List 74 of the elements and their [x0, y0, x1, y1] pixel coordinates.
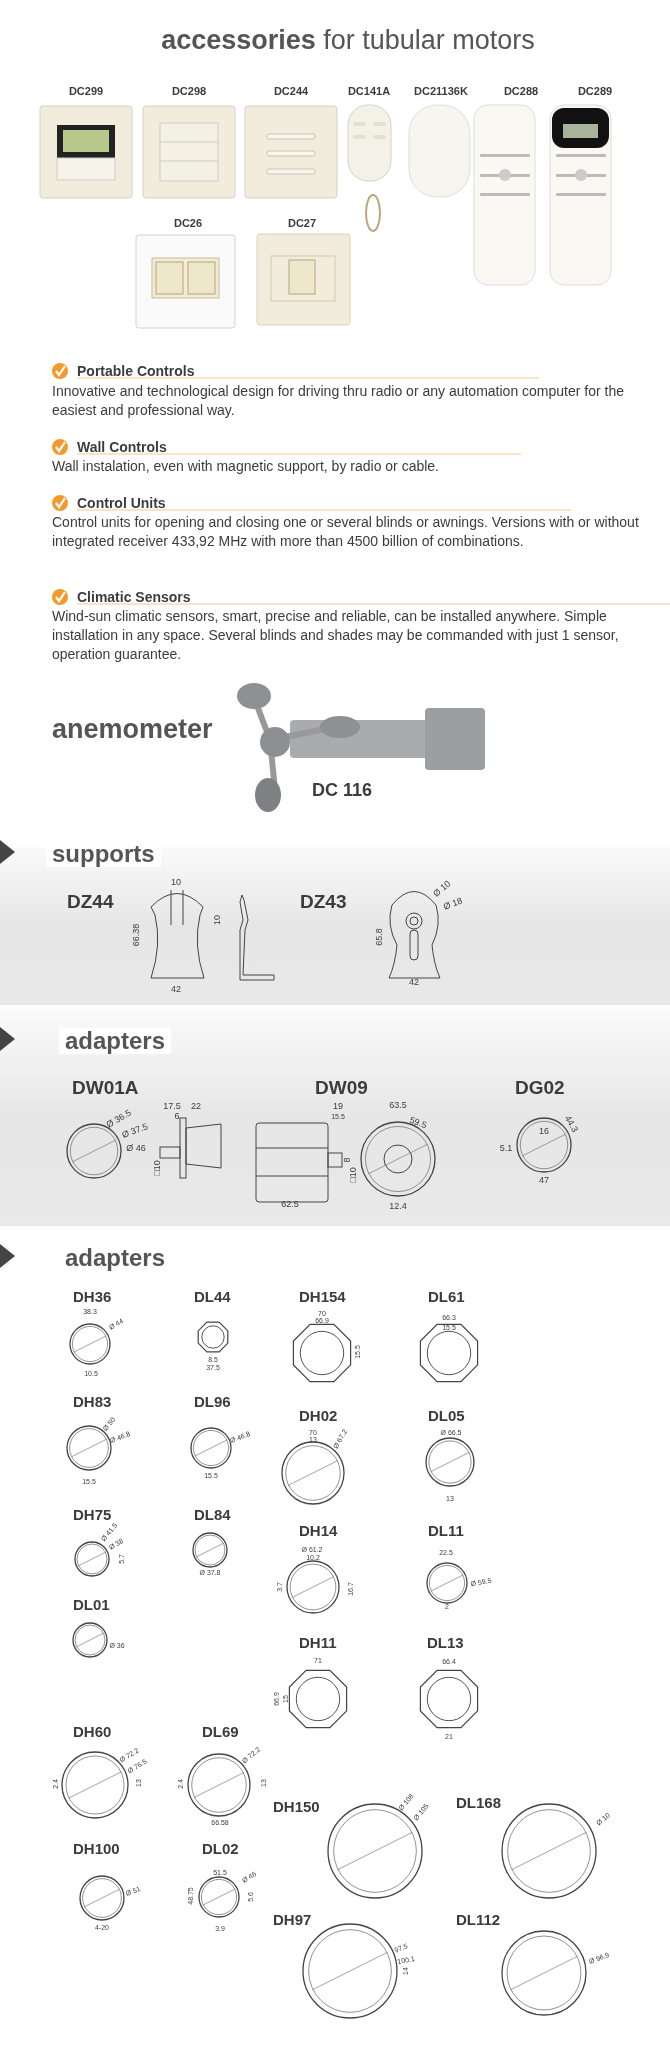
section-heading: Wall Controls	[77, 440, 167, 454]
part-code: DL01	[73, 1596, 110, 1612]
dimension-value: 10	[171, 877, 181, 887]
product-code: DC299	[68, 85, 104, 97]
part-code: DL61	[428, 1288, 465, 1304]
description-text: Innovative and technological design for driving thru radio or any automation computer for the easiest and professional way.	[52, 382, 625, 420]
part-code: DL96	[194, 1393, 231, 1409]
dimension-value: 47	[539, 1175, 549, 1185]
section-heading: Control Units	[77, 496, 166, 510]
product-code: DC141A	[347, 85, 391, 97]
dimension-value: Ø 18	[442, 896, 464, 912]
dimension-value: 19	[333, 1101, 343, 1111]
product-code: DC298	[171, 85, 207, 97]
dimension-value: 17.5	[163, 1101, 181, 1111]
part-code: DH154	[299, 1288, 346, 1304]
dimension-value: Ø 37.5	[120, 1122, 150, 1140]
description-text: Wind-sun climatic sensors, smart, precise and reliable, can be installed anywhere. Simple installation in any space. Several blinds and shades may be commanded with just 1 sensor, operation guarantee.	[52, 607, 620, 664]
part-code: DL05	[428, 1407, 465, 1423]
part-code: DH97	[273, 1911, 312, 1927]
part-code: DH11	[299, 1634, 337, 1650]
part-code: DL69	[202, 1723, 239, 1739]
dimension-value: 59.5	[408, 1115, 428, 1131]
product-code: DC27	[287, 217, 317, 229]
category-title: anemometer	[52, 715, 213, 743]
dimension-value: 10	[212, 915, 222, 925]
part-code: DZ43	[300, 891, 347, 911]
part-code: DH150	[273, 1798, 320, 1814]
part-code: DL44	[194, 1288, 231, 1304]
dimension-value: 8	[342, 1157, 352, 1163]
dimension-value: □10	[152, 1160, 162, 1176]
dimension-value: Ø 46	[126, 1143, 146, 1153]
section-heading: Climatic Sensors	[77, 590, 191, 604]
part-code: DL168	[456, 1794, 502, 1810]
dimension-value: 12.4	[389, 1201, 407, 1211]
part-code: DW09	[315, 1077, 368, 1097]
dimension-value: 6	[174, 1111, 180, 1121]
dimension-value: 65.8	[374, 928, 384, 946]
description-text: Wall instalation, even with magnetic support, by radio or cable.	[52, 457, 440, 476]
part-code: DH100	[73, 1840, 120, 1856]
part-code: DW01A	[72, 1077, 139, 1097]
dimension-value: 62.5	[281, 1199, 299, 1209]
part-code: DL84	[194, 1506, 231, 1522]
dimension-value: 22	[191, 1101, 201, 1111]
product-code: DC26	[173, 217, 203, 229]
dimension-value: 63.5	[389, 1100, 407, 1110]
part-code: DH36	[73, 1288, 112, 1304]
part-code: DL112	[456, 1911, 501, 1927]
part-code: DH60	[73, 1723, 112, 1739]
dimension-value: 42	[171, 984, 181, 994]
part-code: DH02	[299, 1407, 338, 1423]
dimension-value: 42	[409, 977, 419, 987]
dimension-value: 66.38	[131, 923, 141, 947]
product-code: DC21136K	[414, 85, 468, 97]
part-code: DH75	[73, 1506, 112, 1522]
part-code: DH14	[299, 1522, 338, 1538]
product-code: DC288	[503, 85, 539, 97]
part-code: DL02	[202, 1840, 239, 1856]
part-code: DL13	[427, 1634, 464, 1650]
part-code: DH83	[73, 1393, 112, 1409]
description-text: Control units for opening and closing one or several blinds or awnings. Versions with or without integrated receiver 433,92 MHz with more than 4500 billion of combinations.	[52, 513, 640, 551]
part-code: DZ44	[67, 891, 114, 911]
dimension-value: 16	[539, 1126, 549, 1136]
section-heading: Portable Controls	[77, 364, 195, 378]
product-code: DC 116	[312, 781, 372, 799]
part-code: DL11	[428, 1522, 464, 1538]
dimension-value: □10	[348, 1167, 358, 1183]
dimension-value: 44.3	[562, 1114, 580, 1134]
section-title: adapters	[59, 1028, 172, 1054]
dimension-value: Ø 10	[431, 879, 453, 899]
product-code: DC244	[273, 85, 309, 97]
page-title: accessories for tubular motors	[161, 26, 535, 54]
part-code: DG02	[515, 1077, 565, 1097]
product-code: DC289	[577, 85, 613, 97]
dimension-value: 5.1	[499, 1143, 513, 1153]
